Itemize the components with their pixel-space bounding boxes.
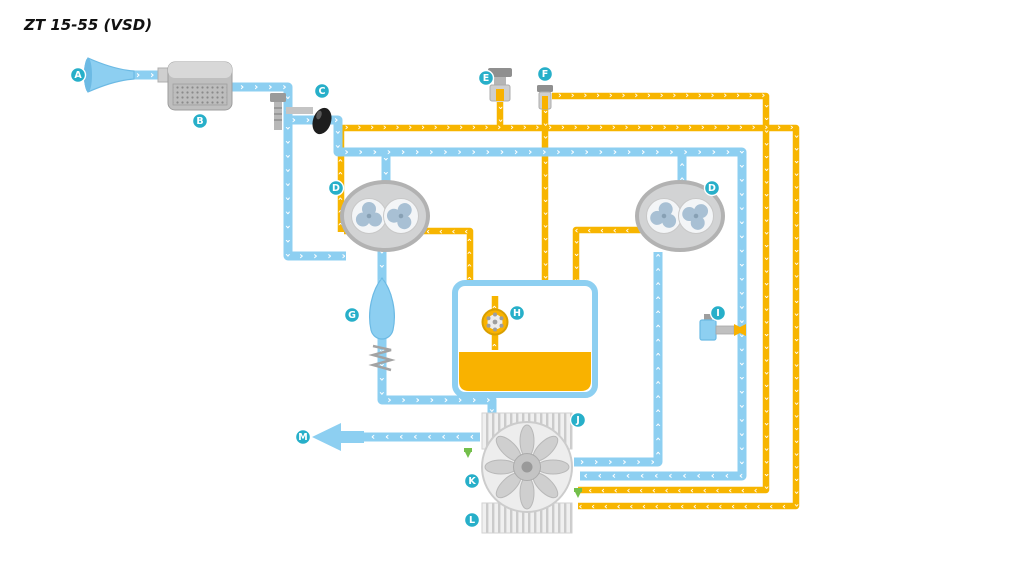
badge-inlet-throttle-valve: C <box>313 82 331 100</box>
badge-air-filter: B <box>191 112 209 130</box>
badge-air-outlet: M <box>294 428 312 446</box>
svg-text:B: B <box>196 116 203 127</box>
compression-element-lp <box>340 180 430 252</box>
pipe-oil-hp-drain <box>572 226 646 284</box>
pipe-oil-main-loop <box>337 124 800 510</box>
cooler-assembly <box>464 412 582 534</box>
flow-chevrons: › › › › › › › › › › › › › › › › › › › › … <box>0 0 346 262</box>
badge-breather-valve: I <box>709 304 727 322</box>
pipe-air-cooler-to-hp <box>574 252 663 467</box>
breather-valve <box>699 314 746 341</box>
badge-air-inlet: A <box>69 66 87 84</box>
svg-text:D: D <box>708 183 716 194</box>
badge-compression-element-lp: D <box>327 179 345 197</box>
air-filter <box>157 61 233 111</box>
svg-text:D: D <box>332 183 340 194</box>
badge-vent-valve: F <box>536 65 554 83</box>
spring-icon <box>368 344 396 372</box>
badge-air-cooler: J <box>569 411 587 429</box>
svg-text:L: L <box>469 515 475 526</box>
label-badges: A B C D D E F G H I J K <box>69 65 727 529</box>
svg-text:F: F <box>542 69 549 80</box>
air-outlet-arrow <box>312 423 364 451</box>
svg-text:H: H <box>513 308 521 319</box>
svg-text:I: I <box>716 308 720 319</box>
svg-text:E: E <box>483 73 490 84</box>
vent-valve <box>537 85 553 110</box>
badge-cooling-fan: K <box>463 472 481 490</box>
oil-level <box>459 352 591 391</box>
svg-text:K: K <box>468 476 476 487</box>
compression-element-hp <box>635 180 725 252</box>
badge-oil-cooler: L <box>463 511 481 529</box>
check-valve <box>368 277 396 372</box>
pipe-air-main <box>232 82 747 481</box>
inlet-throttle-valve <box>270 93 332 135</box>
badge-regulation-valve: E <box>477 69 495 87</box>
flow-chevrons: › › › › › › › › › › › › › › › › › › › › … <box>0 0 505 127</box>
pipe-air-lp-intake <box>283 118 346 261</box>
pipe-oil-second-loop <box>552 92 770 494</box>
air-inlet-horn <box>83 57 135 93</box>
diagram-title: ZT 15-55 (VSD) <box>24 16 153 34</box>
svg-text:A: A <box>74 70 82 81</box>
badge-check-valve: G <box>343 306 361 324</box>
flow-chevrons: › › › › › › › › › › › › › › › › › › › › … <box>0 0 500 347</box>
badge-compression-element-hp: D <box>703 179 721 197</box>
cooling-fan <box>481 421 573 513</box>
svg-text:J: J <box>575 415 580 426</box>
condensate-drain-icon <box>574 488 582 498</box>
svg-text:G: G <box>348 310 356 321</box>
oil-pump <box>481 308 509 336</box>
svg-text:M: M <box>298 432 307 443</box>
condensate-drain-icon <box>464 448 472 458</box>
regulation-valve <box>488 68 512 102</box>
badge-oil-pump: H <box>508 304 526 322</box>
svg-text:C: C <box>319 86 326 97</box>
